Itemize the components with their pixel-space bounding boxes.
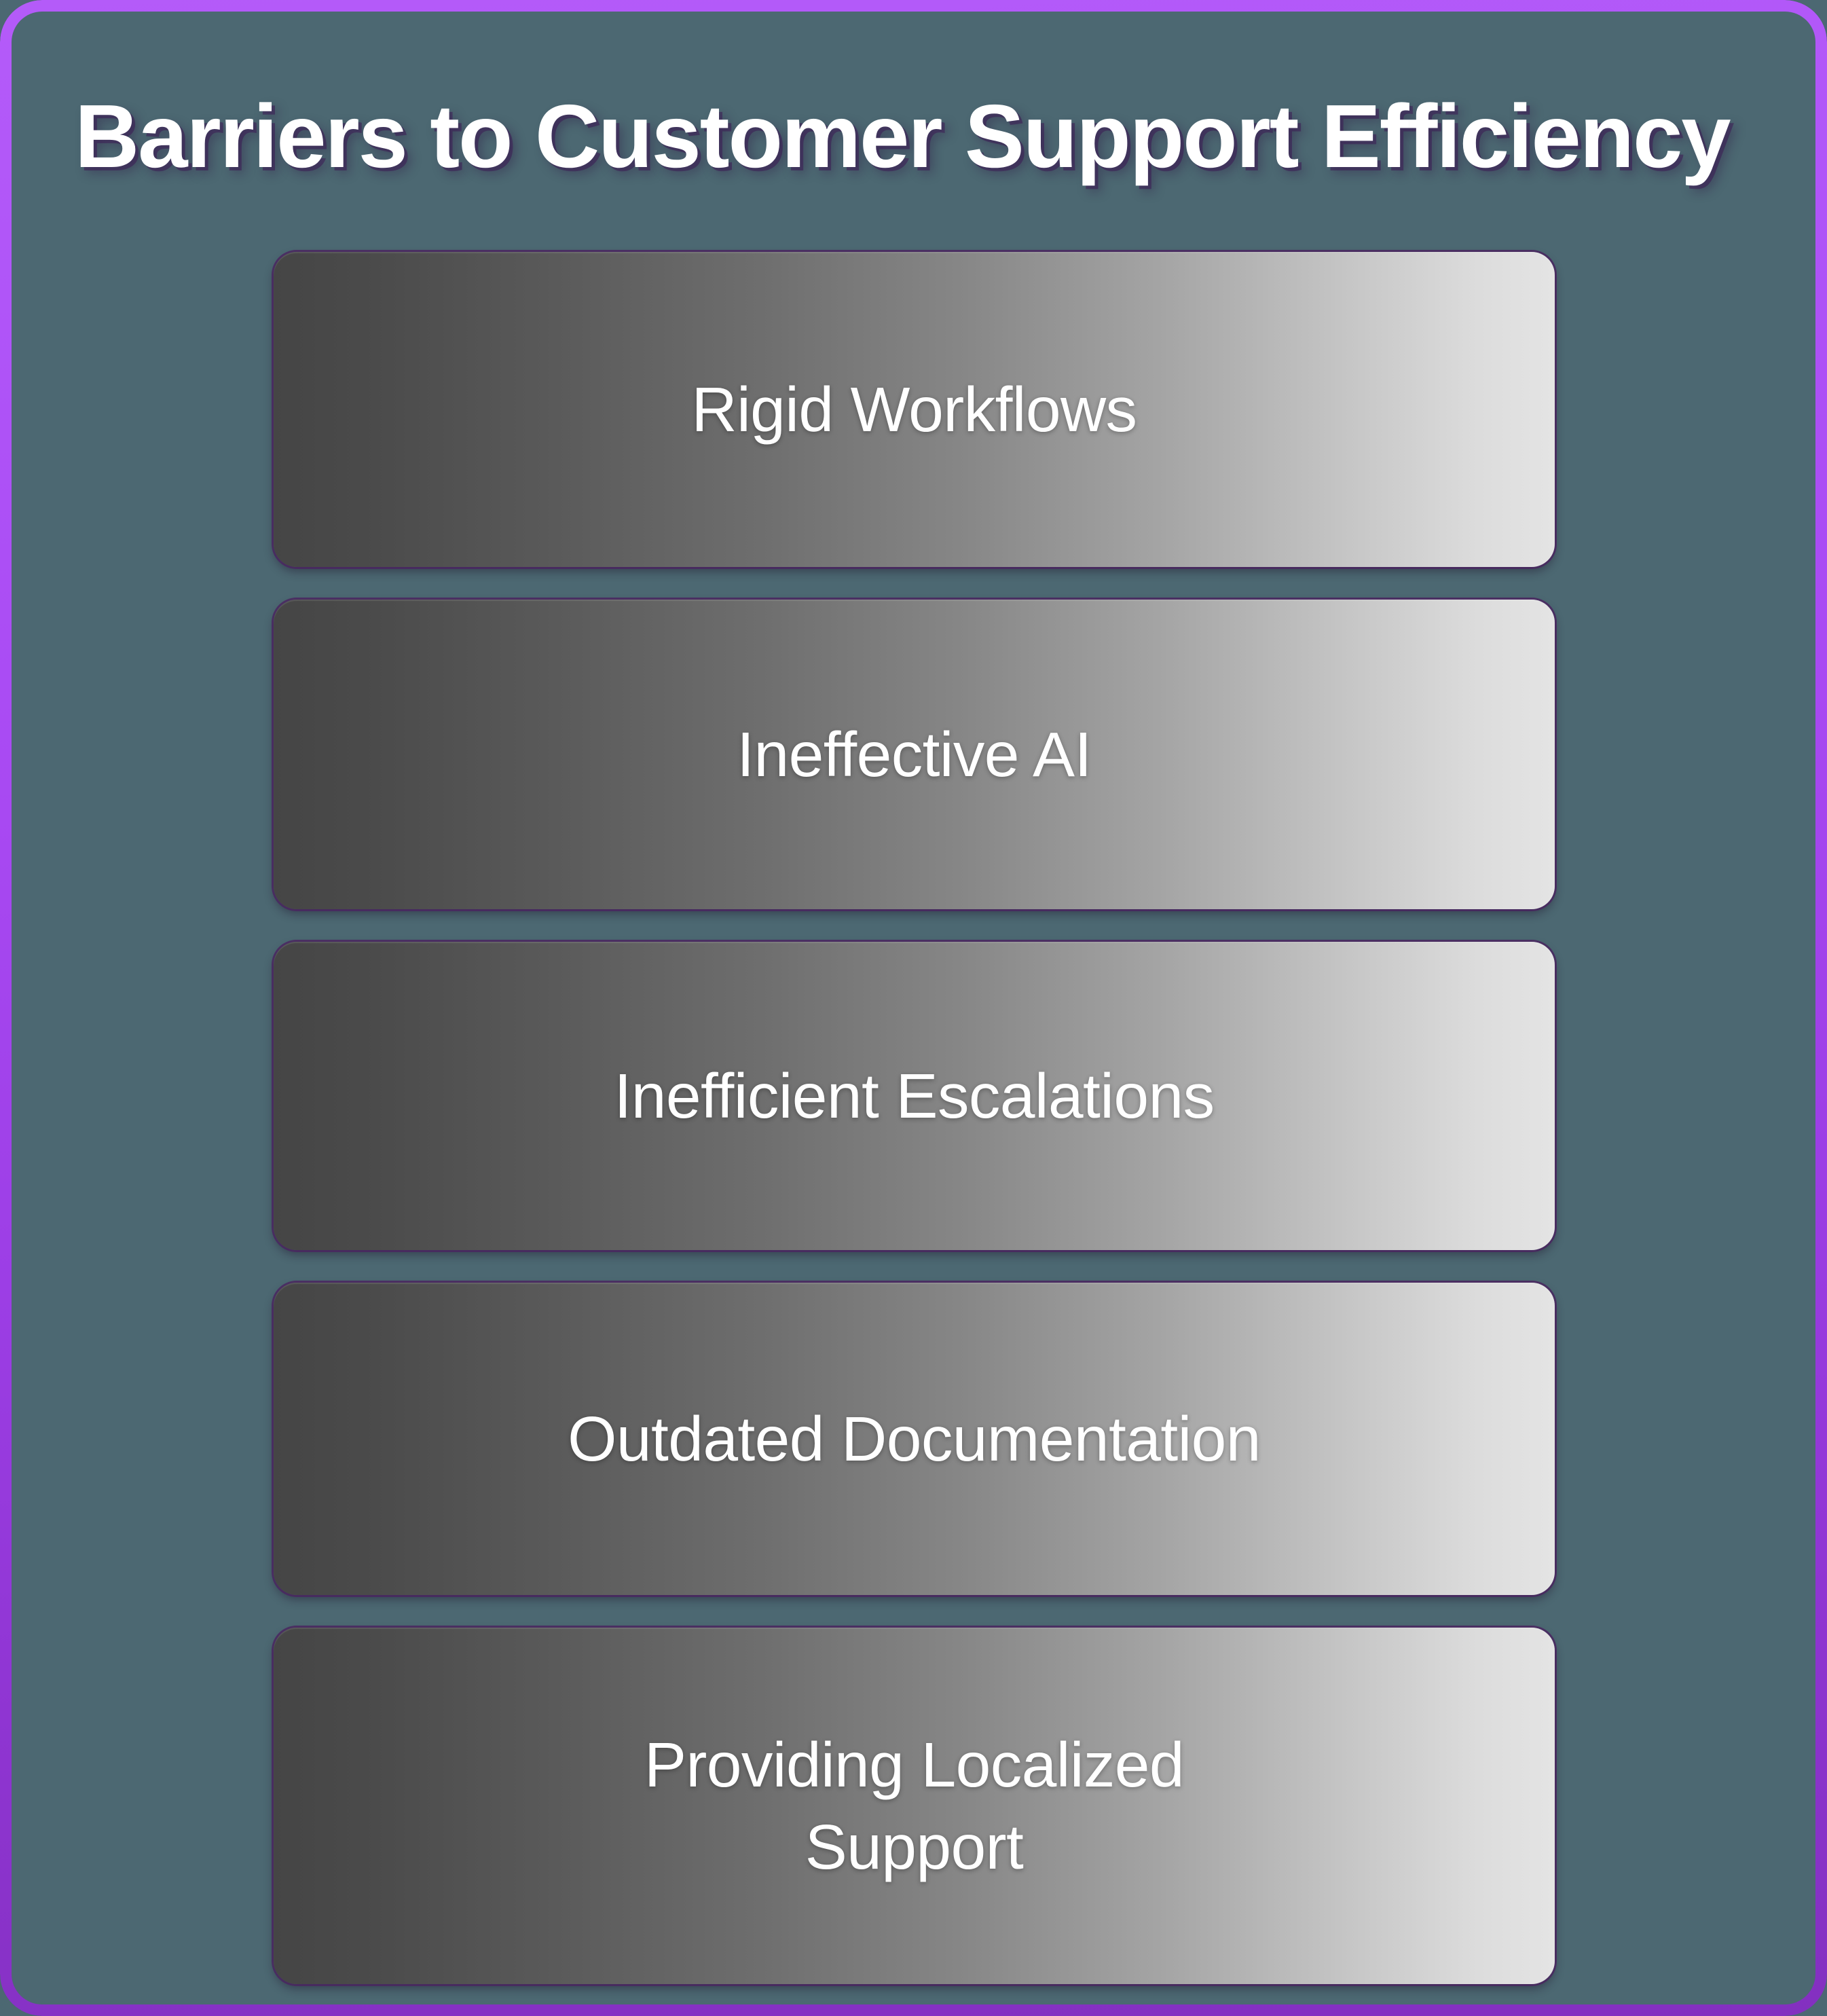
- barrier-card-ineffective-ai[interactable]: Ineffective AI: [274, 600, 1555, 909]
- barrier-card-label: Inefficient Escalations: [614, 1060, 1215, 1131]
- barrier-card-list: Rigid Workflows Ineffective AI Inefficie…: [274, 252, 1555, 1984]
- barrier-card-outdated-documentation[interactable]: Outdated Documentation: [274, 1283, 1555, 1595]
- barrier-card-label: Providing Localized Support: [644, 1729, 1185, 1882]
- barrier-card-providing-localized-support[interactable]: Providing Localized Support: [274, 1628, 1555, 1984]
- barrier-card-inefficient-escalations[interactable]: Inefficient Escalations: [274, 942, 1555, 1250]
- barrier-card-rigid-workflows[interactable]: Rigid Workflows: [274, 252, 1555, 567]
- infographic-surface: Barriers to Customer Support Efficiency …: [12, 12, 1815, 2004]
- page-title: Barriers to Customer Support Efficiency: [75, 86, 1731, 186]
- barrier-card-label: Outdated Documentation: [568, 1403, 1261, 1474]
- barrier-card-label: Ineffective AI: [737, 718, 1092, 790]
- barrier-card-label: Rigid Workflows: [691, 373, 1138, 445]
